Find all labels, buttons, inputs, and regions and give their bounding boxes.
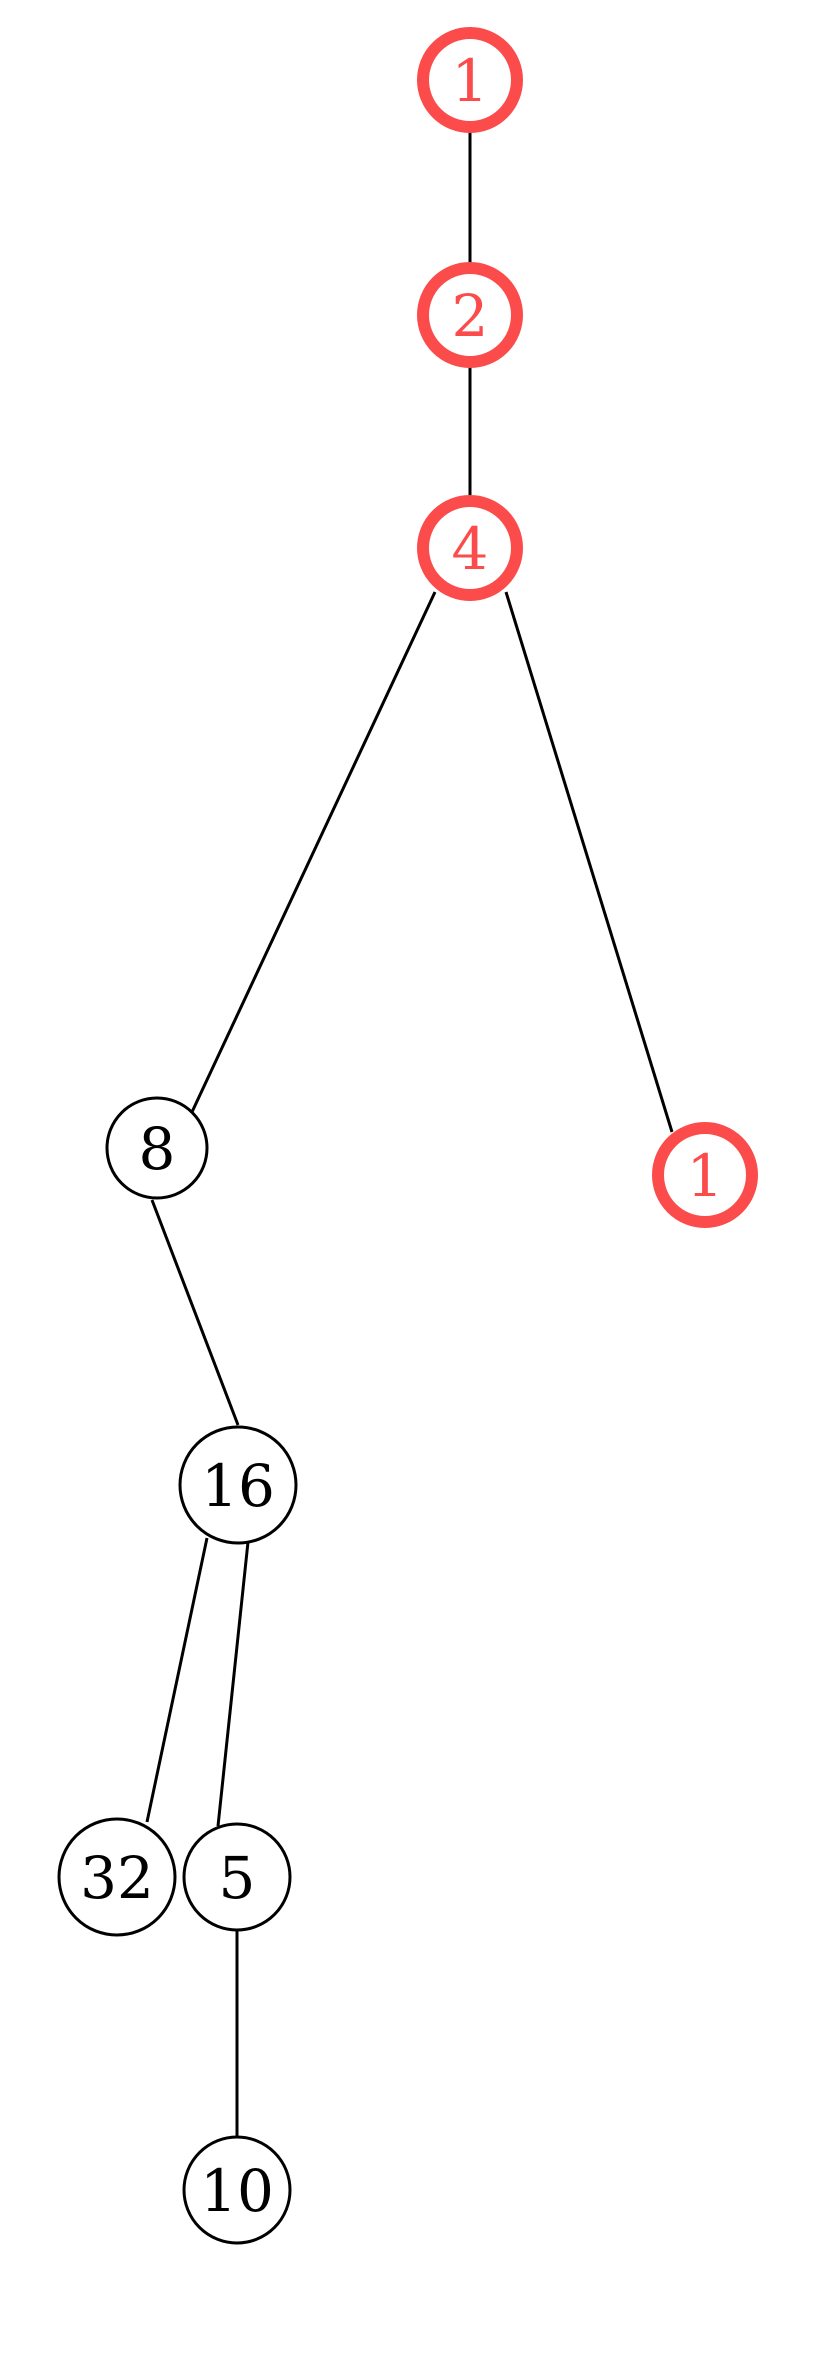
node-circle bbox=[417, 27, 523, 133]
graph-edge bbox=[190, 591, 437, 1113]
graph-node-highlighted[interactable]: 2 bbox=[417, 262, 523, 368]
node-circle bbox=[417, 262, 523, 368]
node-label: 16 bbox=[201, 1452, 275, 1520]
node-circle bbox=[182, 2135, 292, 2245]
node-circle bbox=[417, 495, 523, 601]
graph-node-highlighted[interactable]: 1 bbox=[417, 27, 523, 133]
graph-node[interactable]: 10 bbox=[182, 2135, 292, 2245]
node-label: 1 bbox=[452, 47, 489, 115]
node-circle bbox=[57, 1817, 177, 1937]
graph-node[interactable]: 32 bbox=[57, 1817, 177, 1937]
graph-node-highlighted[interactable]: 4 bbox=[417, 495, 523, 601]
edges-layer bbox=[145, 130, 674, 2138]
node-circle bbox=[652, 1122, 758, 1228]
node-label: 5 bbox=[219, 1844, 256, 1912]
node-label: 1 bbox=[687, 1142, 724, 1210]
graph-edge bbox=[216, 1541, 250, 1827]
node-circle bbox=[182, 1822, 292, 1932]
graph-edge bbox=[504, 591, 674, 1133]
node-label: 4 bbox=[452, 515, 489, 583]
node-label: 8 bbox=[139, 1115, 176, 1183]
graph-node-highlighted[interactable]: 1 bbox=[652, 1122, 758, 1228]
graph-node[interactable]: 5 bbox=[182, 1822, 292, 1932]
node-label: 32 bbox=[80, 1844, 154, 1912]
graph-node[interactable]: 16 bbox=[178, 1425, 298, 1545]
graph-edge bbox=[145, 1537, 209, 1823]
graph-edge bbox=[150, 1199, 240, 1426]
graph-node[interactable]: 8 bbox=[105, 1096, 209, 1200]
node-label: 2 bbox=[452, 282, 489, 350]
nodes-layer: 1 2 4 8 1 16 32 5 10 bbox=[57, 27, 758, 2245]
node-circle bbox=[105, 1096, 209, 1200]
node-circle bbox=[178, 1425, 298, 1545]
node-label: 10 bbox=[200, 2157, 274, 2225]
